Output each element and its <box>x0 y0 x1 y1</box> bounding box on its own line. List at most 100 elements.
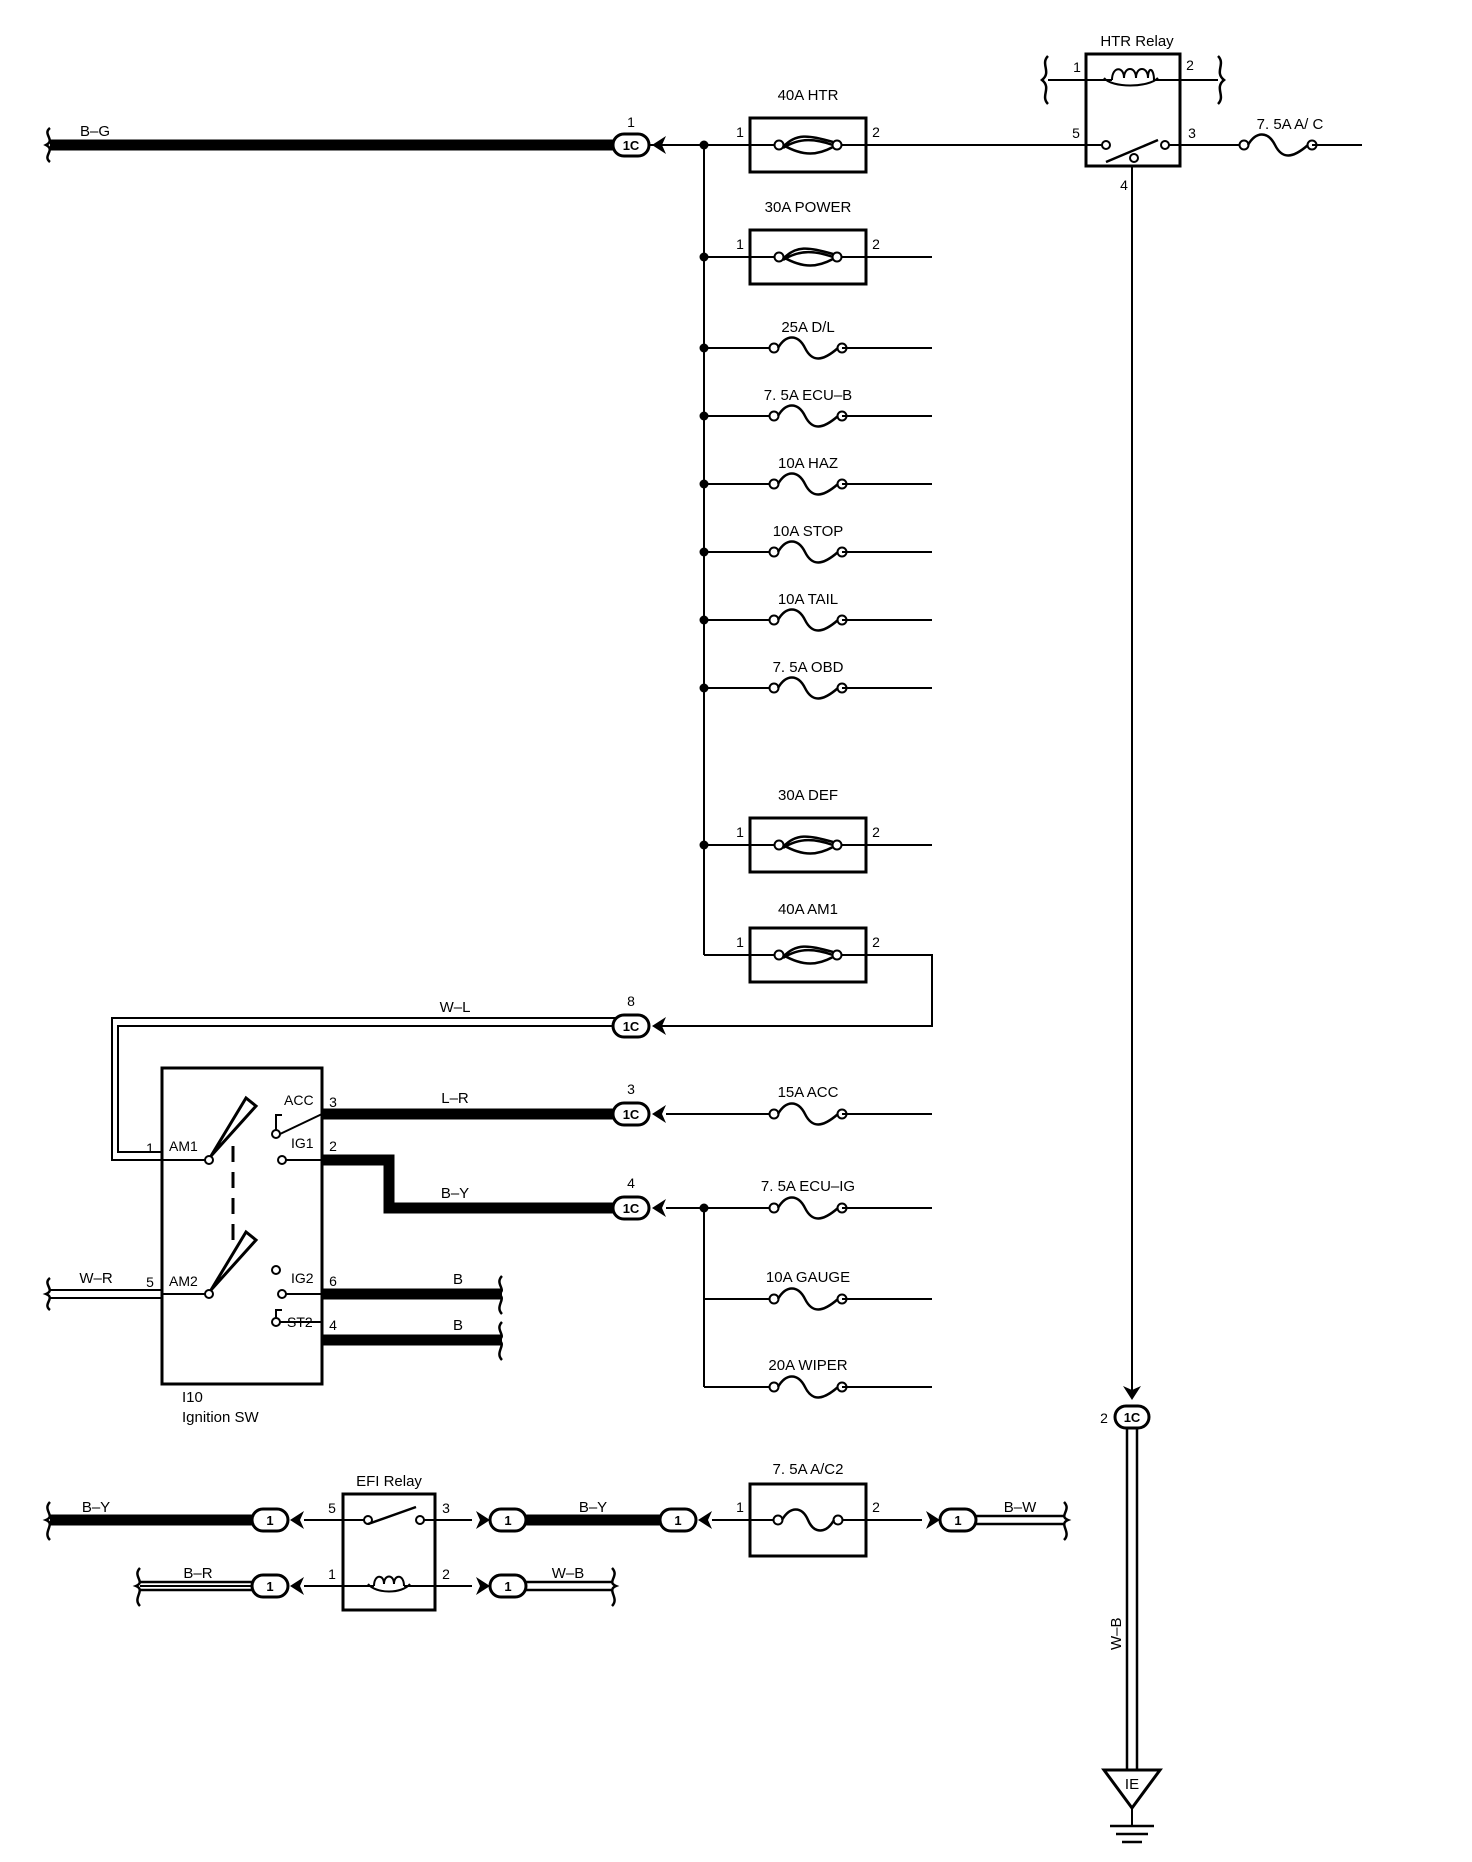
ground-ie: IE <box>1101 1768 1163 1844</box>
svg-text:40A AM1: 40A AM1 <box>778 901 838 918</box>
svg-text:1: 1 <box>736 236 744 252</box>
svg-text:Ignition SW: Ignition SW <box>182 1409 260 1426</box>
svg-text:3: 3 <box>627 1081 635 1097</box>
svg-text:6: 6 <box>329 1273 337 1289</box>
svg-text:40A HTR: 40A HTR <box>778 87 839 104</box>
fuse-40a-htr: 40A HTR 1 2 <box>736 87 880 174</box>
svg-text:7. 5A A/ C: 7. 5A A/ C <box>1257 116 1324 133</box>
svg-text:1: 1 <box>328 1566 336 1582</box>
svg-text:5: 5 <box>328 1500 336 1516</box>
svg-text:IE: IE <box>1125 1776 1139 1793</box>
svg-text:1: 1 <box>504 1579 511 1594</box>
svg-text:IG2: IG2 <box>291 1270 314 1286</box>
svg-text:7. 5A A/C2: 7. 5A A/C2 <box>773 1461 844 1478</box>
svg-text:20A WIPER: 20A WIPER <box>768 1357 847 1374</box>
fuse-7-5a-obd: 7. 5A OBD <box>704 659 932 700</box>
connector-1c-8: 1C <box>611 1013 666 1039</box>
svg-text:1: 1 <box>736 1499 744 1515</box>
svg-text:2: 2 <box>872 124 880 140</box>
svg-text:1: 1 <box>504 1513 511 1528</box>
wire-label-w-b-vertical: W–B <box>1108 1617 1125 1650</box>
svg-text:1C: 1C <box>623 1019 640 1034</box>
svg-text:1: 1 <box>674 1513 681 1528</box>
svg-text:W–L: W–L <box>440 999 471 1016</box>
svg-text:B: B <box>453 1271 463 1288</box>
ignition-switch: I10 Ignition SW AM1 AM2 ACC IG1 IG2 ST2 <box>160 1066 324 1426</box>
svg-text:7. 5A ECU–IG: 7. 5A ECU–IG <box>761 1178 855 1195</box>
svg-text:I10: I10 <box>182 1389 203 1406</box>
connector-1c-3: 1C <box>611 1101 666 1127</box>
svg-text:EFI Relay: EFI Relay <box>356 1473 422 1490</box>
fuse-7-5a-a-c: 7. 5A A/ C <box>1238 116 1324 157</box>
fuse-30a-power: 30A POWER 1 2 <box>736 199 880 286</box>
svg-text:4: 4 <box>627 1175 635 1191</box>
svg-text:2: 2 <box>872 934 880 950</box>
svg-text:B–Y: B–Y <box>441 1185 469 1202</box>
svg-text:B–Y: B–Y <box>82 1499 110 1516</box>
wire-w-b-efi: 1 <box>435 1567 620 1607</box>
wire-b-y-efi-in: 1 <box>42 1501 343 1541</box>
svg-text:HTR Relay: HTR Relay <box>1100 33 1174 50</box>
fuse-10a-haz: 10A HAZ <box>704 455 932 496</box>
svg-text:B–Y: B–Y <box>579 1499 607 1516</box>
svg-text:7. 5A ECU–B: 7. 5A ECU–B <box>764 387 852 404</box>
svg-text:2: 2 <box>1186 57 1194 73</box>
wire-b-y-efi-out: 1 1 <box>435 1507 750 1533</box>
connector-1c-1: 1C <box>611 132 666 158</box>
svg-text:10A HAZ: 10A HAZ <box>778 455 838 472</box>
wire-w-r <box>42 1277 162 1311</box>
wire-b-y-ig1 <box>322 1154 614 1214</box>
svg-text:2: 2 <box>872 1499 880 1515</box>
wire-b-st2 <box>322 1321 504 1361</box>
fuse-10a-tail: 10A TAIL <box>704 591 932 632</box>
wire-label-b-g: B–G <box>80 123 110 140</box>
fuse-7-5a-ecu-b: 7. 5A ECU–B <box>704 387 932 428</box>
svg-text:IG1: IG1 <box>291 1135 314 1151</box>
svg-text:B–W: B–W <box>1004 1499 1037 1516</box>
svg-text:10A GAUGE: 10A GAUGE <box>766 1269 850 1286</box>
svg-text:1C: 1C <box>623 1201 640 1216</box>
fuse-10a-stop: 10A STOP <box>704 523 932 564</box>
main-bus <box>43 127 750 956</box>
svg-text:1: 1 <box>627 114 635 130</box>
svg-text:ACC: ACC <box>284 1092 314 1108</box>
svg-text:7. 5A OBD: 7. 5A OBD <box>773 659 844 676</box>
svg-text:1: 1 <box>266 1579 273 1594</box>
svg-text:1: 1 <box>1073 59 1081 75</box>
svg-text:25A D/L: 25A D/L <box>781 319 834 336</box>
fuse-10a-gauge: 10A GAUGE <box>766 1269 850 1311</box>
fuse-7-5a-ecu-ig: 7. 5A ECU–IG <box>761 1178 855 1220</box>
wire-w-l <box>111 1017 618 1161</box>
svg-text:B–R: B–R <box>183 1565 212 1582</box>
svg-text:4: 4 <box>329 1317 337 1333</box>
svg-text:1C: 1C <box>623 138 640 153</box>
svg-text:2: 2 <box>329 1138 337 1154</box>
svg-text:8: 8 <box>627 993 635 1009</box>
svg-text:15A ACC: 15A ACC <box>778 1084 839 1101</box>
svg-text:2: 2 <box>1100 1410 1108 1426</box>
svg-text:2: 2 <box>872 236 880 252</box>
efi-relay: EFI Relay 5 3 1 2 <box>328 1473 450 1612</box>
fuse-25a-dl: 25A D/L <box>704 319 932 360</box>
wire-b-w: 1 <box>866 1501 1072 1541</box>
svg-text:3: 3 <box>442 1500 450 1516</box>
svg-text:2: 2 <box>872 824 880 840</box>
fuse-40a-am1: 40A AM1 1 2 <box>736 901 880 984</box>
svg-text:10A STOP: 10A STOP <box>773 523 844 540</box>
fuse-15a-acc: 15A ACC <box>768 1084 848 1126</box>
svg-text:1C: 1C <box>623 1107 640 1122</box>
svg-text:AM1: AM1 <box>169 1138 198 1154</box>
svg-text:B: B <box>453 1317 463 1334</box>
connector-1c-4: 1C <box>611 1195 666 1221</box>
svg-text:1: 1 <box>954 1513 961 1528</box>
wire-b-ig2 <box>322 1275 504 1315</box>
svg-text:2: 2 <box>442 1566 450 1582</box>
svg-text:5: 5 <box>146 1274 154 1290</box>
svg-text:30A DEF: 30A DEF <box>778 787 838 804</box>
wire-b-r: 1 <box>132 1567 343 1607</box>
svg-text:1: 1 <box>736 934 744 950</box>
svg-text:AM2: AM2 <box>169 1273 198 1289</box>
svg-text:1: 1 <box>736 124 744 140</box>
svg-text:10A TAIL: 10A TAIL <box>778 591 838 608</box>
svg-text:1C: 1C <box>1124 1410 1141 1425</box>
